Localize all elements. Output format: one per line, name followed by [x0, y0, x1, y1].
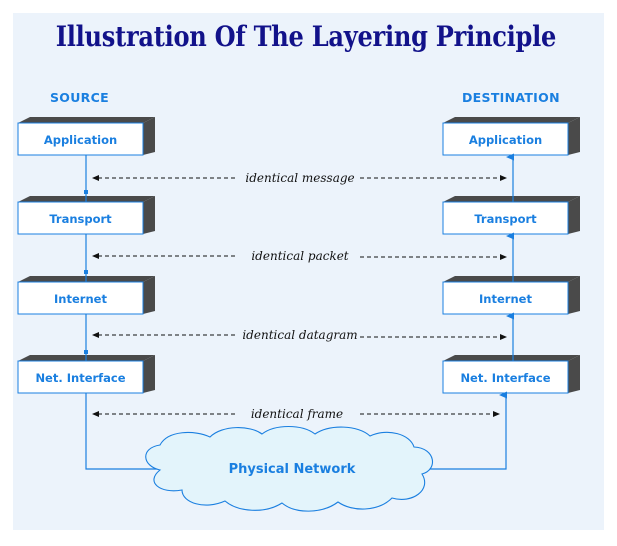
destination-label: DESTINATION: [462, 90, 560, 105]
peer-message-label: identical message: [245, 171, 354, 185]
destination-layer-label: Net. Interface: [460, 371, 550, 385]
destination-layer-label: Transport: [474, 212, 537, 226]
source-flow-nodes: [84, 190, 88, 354]
source-layer-internet: Internet: [17, 276, 155, 315]
source-layer-net-interface: Net. Interface: [17, 355, 155, 394]
physical-network-label: Physical Network: [229, 462, 356, 477]
peer-message-labels: identical message identical packet ident…: [242, 171, 357, 421]
peer-arrows: [92, 175, 507, 417]
peer-message-label: identical packet: [251, 249, 348, 263]
destination-flow-lines: [430, 153, 514, 470]
source-layer-label: Transport: [49, 212, 112, 226]
source-layer-label: Internet: [54, 292, 107, 306]
source-stack: Application Transport Internet Net. Inte…: [17, 117, 155, 394]
peer-message-label: identical datagram: [242, 328, 357, 342]
source-layer-application: Application: [17, 117, 155, 156]
physical-network-cloud: Physical Network: [145, 425, 433, 512]
destination-layer-net-interface: Net. Interface: [442, 355, 580, 394]
destination-layer-label: Application: [469, 133, 542, 147]
peer-message-label: identical frame: [251, 407, 343, 421]
destination-layer-label: Internet: [479, 292, 532, 306]
destination-layer-application: Application: [442, 117, 580, 156]
network-to-destination-arrow: [430, 391, 507, 470]
destination-layer-internet: Internet: [442, 276, 580, 315]
page-title: Illustration Of The Layering Principle: [55, 20, 557, 53]
destination-layer-transport: Transport: [442, 196, 580, 235]
flow-node: [84, 190, 88, 194]
source-layer-label: Net. Interface: [35, 371, 125, 385]
source-layer-label: Application: [44, 133, 117, 147]
flow-node: [84, 350, 88, 354]
destination-stack: Application Transport Internet Net. Inte…: [442, 117, 580, 394]
source-to-network-line: [85, 393, 160, 470]
source-layer-transport: Transport: [17, 196, 155, 235]
flow-node: [84, 270, 88, 274]
source-label: SOURCE: [50, 90, 109, 105]
